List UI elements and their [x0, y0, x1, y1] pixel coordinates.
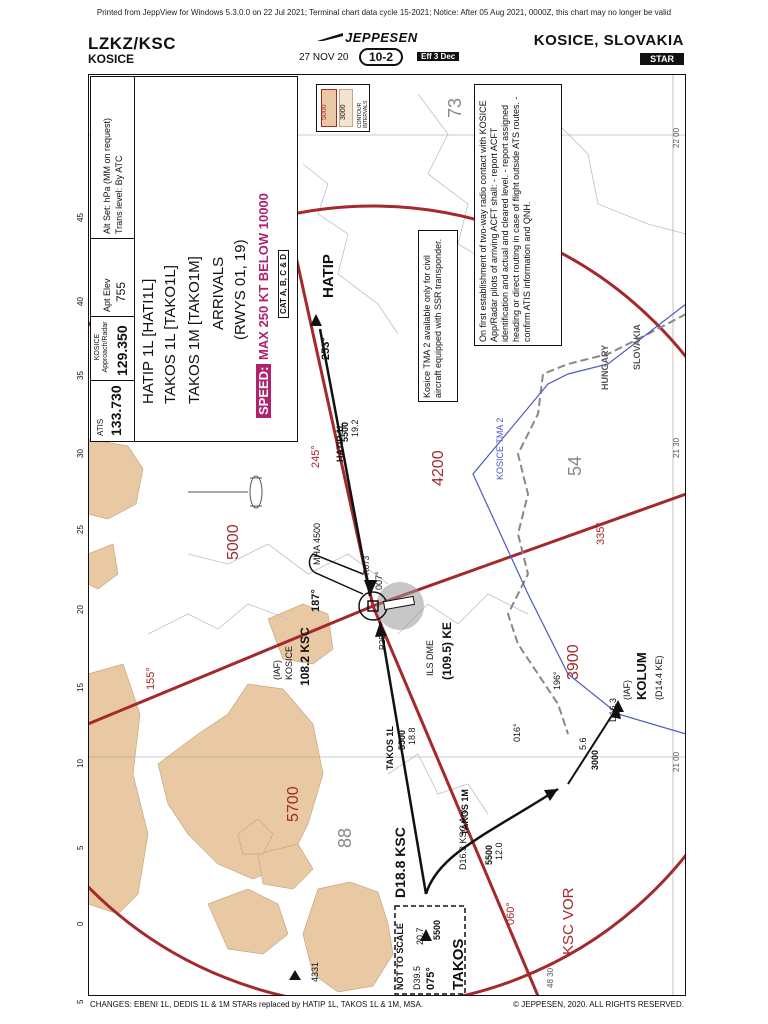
chart-type-badge: STAR	[640, 53, 684, 65]
lat-tick: 40	[76, 297, 85, 306]
print-notice: Printed from JeppView for Windows 5.3.0.…	[96, 8, 672, 17]
freq-row-divider	[134, 76, 135, 442]
kolum-fix-icon	[612, 700, 624, 712]
lat-tick: 45	[76, 213, 85, 222]
lat-tick: 5	[76, 845, 85, 850]
freq-divider-1	[90, 380, 134, 381]
freq-divider-3	[90, 238, 134, 239]
vor-station	[358, 582, 424, 630]
lat-tick: 0	[76, 921, 85, 926]
effective-date: Eff 3 Dec	[417, 52, 460, 61]
lat-tick: 30	[76, 449, 85, 458]
lat-tick: 10	[76, 759, 85, 768]
chart-number: 10-2	[359, 48, 404, 66]
airport-city: KOSICE	[88, 52, 135, 66]
radio-note-box	[474, 84, 562, 346]
terrain-layer	[88, 438, 394, 993]
publisher-logo: JEPPESEN	[345, 30, 418, 45]
changes-note: CHANGES: EBENI 1L, DEDIS 1L & 1M STARs r…	[90, 1000, 424, 1009]
header-place-block: KOSICE, SLOVAKIA STAR	[534, 32, 684, 67]
chart-date: 27 NOV 20	[299, 52, 349, 63]
copyright-note: © JEPPESEN, 2020. ALL RIGHTS RESERVED.	[513, 1000, 684, 1009]
hatip-route	[310, 314, 377, 597]
lat-tick: 5	[76, 999, 85, 1004]
msa-circle	[88, 204, 686, 996]
lat-tick: 15	[76, 683, 85, 692]
country-border	[506, 313, 686, 735]
chart-map	[88, 74, 686, 996]
place-name: KOSICE, SLOVAKIA	[533, 32, 684, 49]
takos-fix-icon	[420, 929, 432, 941]
tma-note-box	[418, 230, 458, 402]
contour-swatch-3000	[339, 89, 353, 127]
contour-swatch-5000	[321, 89, 337, 127]
takos-1l-route	[375, 621, 428, 895]
contour-legend	[316, 84, 370, 132]
chart-frame	[88, 74, 686, 996]
tma-boundary	[472, 303, 686, 735]
header-ident-block: LZKZ/KSC KOSICE	[88, 34, 176, 66]
header-publisher-block: JEPPESEN 27 NOV 20 10-2 Eff 3 Dec	[295, 30, 485, 72]
jeppesen-logo-icon	[317, 33, 343, 41]
freq-divider-2	[90, 316, 134, 317]
lat-tick: 35	[76, 371, 85, 380]
north-arrow-icon	[188, 475, 263, 509]
not-to-scale-box	[394, 905, 466, 995]
lat-tick: 25	[76, 525, 85, 534]
holding-pattern	[308, 553, 364, 595]
lat-tick: 20	[76, 605, 85, 614]
latitude-scale: 45 40 35 30 25 20 15 10 5 0 5	[74, 74, 88, 1004]
airport-ident: LZKZ/KSC	[88, 34, 177, 53]
elevation-peak-icon	[289, 970, 301, 980]
